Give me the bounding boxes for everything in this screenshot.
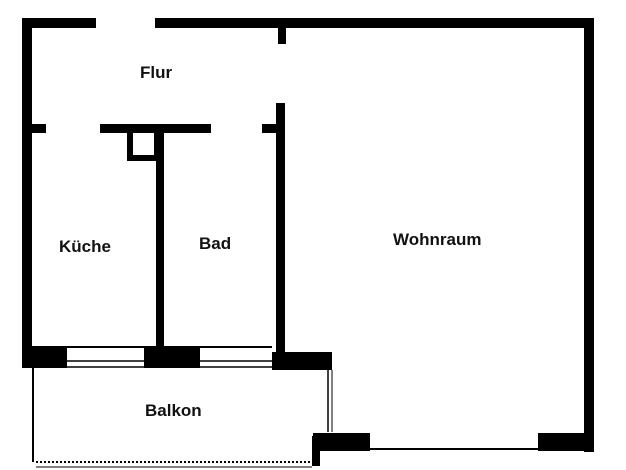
wall-balcony-3 (272, 352, 332, 370)
wall-flur-bottom-1 (22, 124, 46, 133)
room-label-kueche: Küche (59, 237, 111, 256)
wall-flur-bottom-3 (262, 124, 282, 133)
window-bath (200, 346, 272, 368)
room-label-bad: Bad (199, 234, 231, 253)
wall-flur-bottom-2 (100, 124, 211, 133)
shaft-bottom (127, 155, 159, 161)
wall-top-right (155, 18, 594, 28)
window-kitchen (67, 346, 144, 368)
room-label-balkon: Balkon (145, 401, 202, 420)
wall-bottom-right-segment (538, 433, 594, 451)
wall-kitchen-bath (156, 133, 164, 353)
room-label-wohnraum: Wohnraum (393, 230, 481, 249)
wall-balcony-2 (144, 346, 200, 368)
wall-living-upper (278, 28, 286, 44)
room-label-flur: Flur (140, 63, 172, 82)
wall-balcony-1 (22, 346, 67, 368)
wall-right (584, 18, 594, 452)
balcony-corner (312, 436, 320, 466)
wall-living-lower (276, 103, 285, 358)
wall-top-left (22, 18, 96, 28)
wall-bottom-left-segment (313, 433, 370, 451)
shaft-left (127, 133, 133, 161)
wall-left (22, 18, 32, 368)
